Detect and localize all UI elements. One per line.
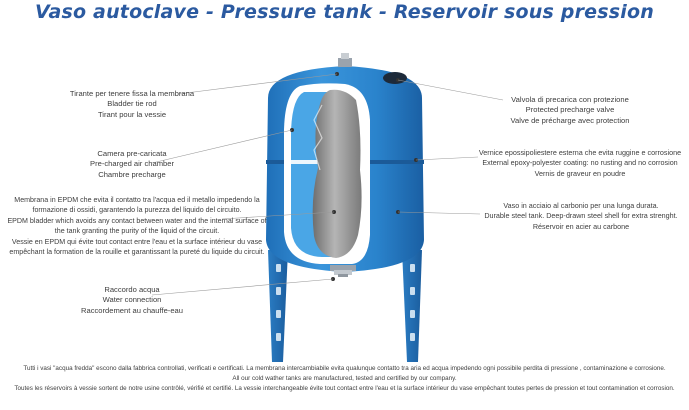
footer-notes: Tutti i vasi "acqua fredda" escono dalla… xyxy=(0,364,689,394)
tank-leg-right xyxy=(402,250,422,362)
label-steel-tank: Vaso in acciaio al carbonio per una lung… xyxy=(484,201,678,231)
label-precharge-valve: Valvola di precarica con protezione Prot… xyxy=(510,95,630,125)
label-epdm-bladder: Membrana in EPDM che evita il contatto t… xyxy=(7,196,267,257)
page-title: Vaso autoclave - Pressure tank - Reservo… xyxy=(35,1,654,23)
tank-leg-left xyxy=(268,250,288,362)
label-air-chamber: Camera pre-caricata Pre-charged air cham… xyxy=(90,149,174,179)
water-connection-fitting xyxy=(330,265,356,271)
footer-line-en: All our cold wather tanks are manufactur… xyxy=(232,375,457,382)
precharge-valve-cap xyxy=(383,72,407,84)
label-water-connection: Raccordo acqua Water connection Raccorde… xyxy=(80,285,184,315)
label-epoxy-coating: Vernice epossipoliestere esterna che evi… xyxy=(478,148,682,178)
footer-line-fr: Toutes les réservoirs à vessie sortent d… xyxy=(14,385,675,392)
epdm-bladder xyxy=(312,89,362,258)
label-tie-rod: Tirante per tenere fissa la membrana Bla… xyxy=(69,89,195,119)
footer-line-it: Tutti i vasi "acqua fredda" escono dalla… xyxy=(23,365,666,372)
